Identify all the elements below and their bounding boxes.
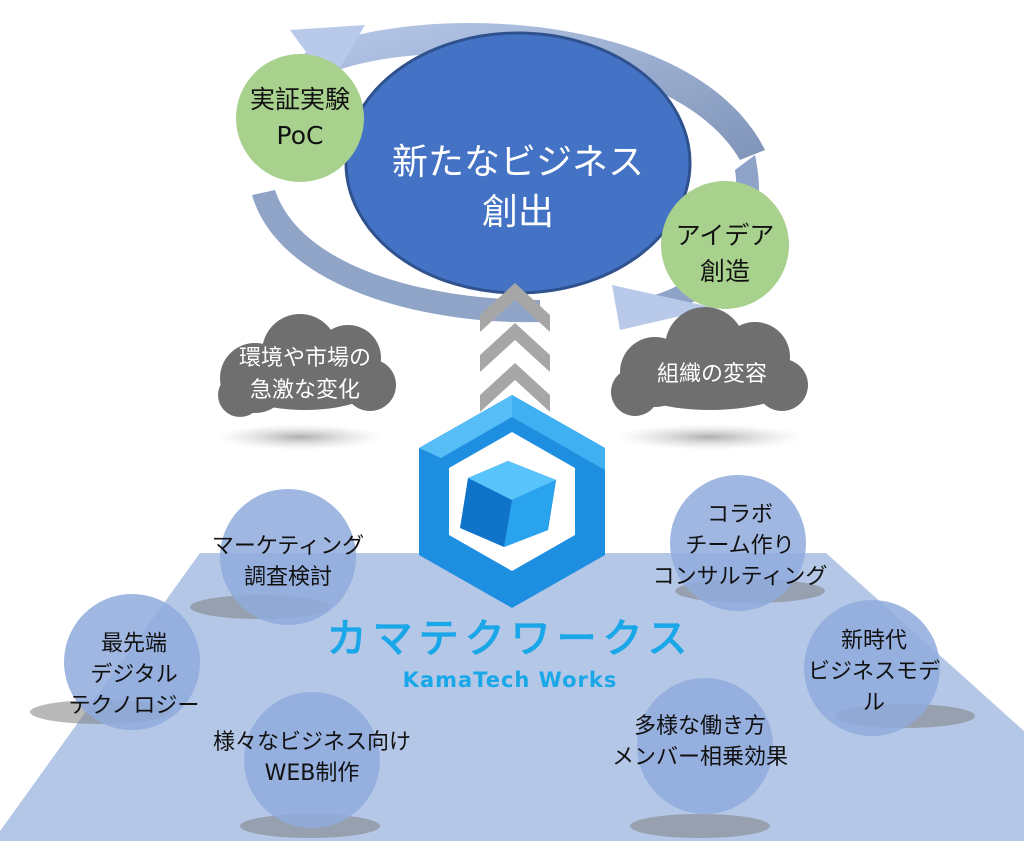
service-circle-collab: [670, 475, 806, 611]
service-marketing-label: マーケティング 調査検討: [211, 534, 365, 590]
up-chevrons: [480, 283, 550, 412]
service-circle-web: [244, 692, 380, 828]
driver-market-label: 環境や市場の 急激な変化: [238, 346, 372, 403]
center-label: 新たなビジネス 創出: [391, 142, 645, 233]
brand-name-jp: カマテクワークス: [326, 616, 694, 662]
cloud-shadow-left: [215, 424, 385, 450]
service-web-label: 様々なビジネス向け WEB制作: [212, 730, 412, 786]
cloud-shadow-right: [615, 424, 805, 450]
service-circle-workstyle: [637, 678, 773, 814]
cloud-left: [218, 314, 396, 417]
cloud-right: [611, 307, 808, 416]
service-collab-label: コラボ チーム作り コンサルティング: [652, 502, 828, 590]
kamatech-logo-icon: [419, 395, 605, 608]
driver-organization-label: 組織の変容: [656, 362, 768, 387]
service-tech-label: 最先端 デジタル テクノロジー: [68, 631, 200, 719]
service-circle-business-model: [804, 600, 940, 736]
cycle-node-idea: [661, 181, 789, 309]
cycle-node-idea-label: アイデア 創造: [675, 221, 775, 286]
service-circle-tech: [64, 594, 200, 730]
cycle-node-poc: [236, 54, 364, 182]
service-circle-marketing: [220, 489, 356, 625]
service-business-model-label: 新時代 ビジネスモデル: [807, 628, 940, 716]
cycle-node-poc-label: 実証実験 PoC: [249, 85, 351, 150]
service-workstyle-label: 多様な働き方 メンバー相乗効果: [611, 714, 789, 770]
brand-name-en: KamaTech Works: [402, 668, 618, 692]
